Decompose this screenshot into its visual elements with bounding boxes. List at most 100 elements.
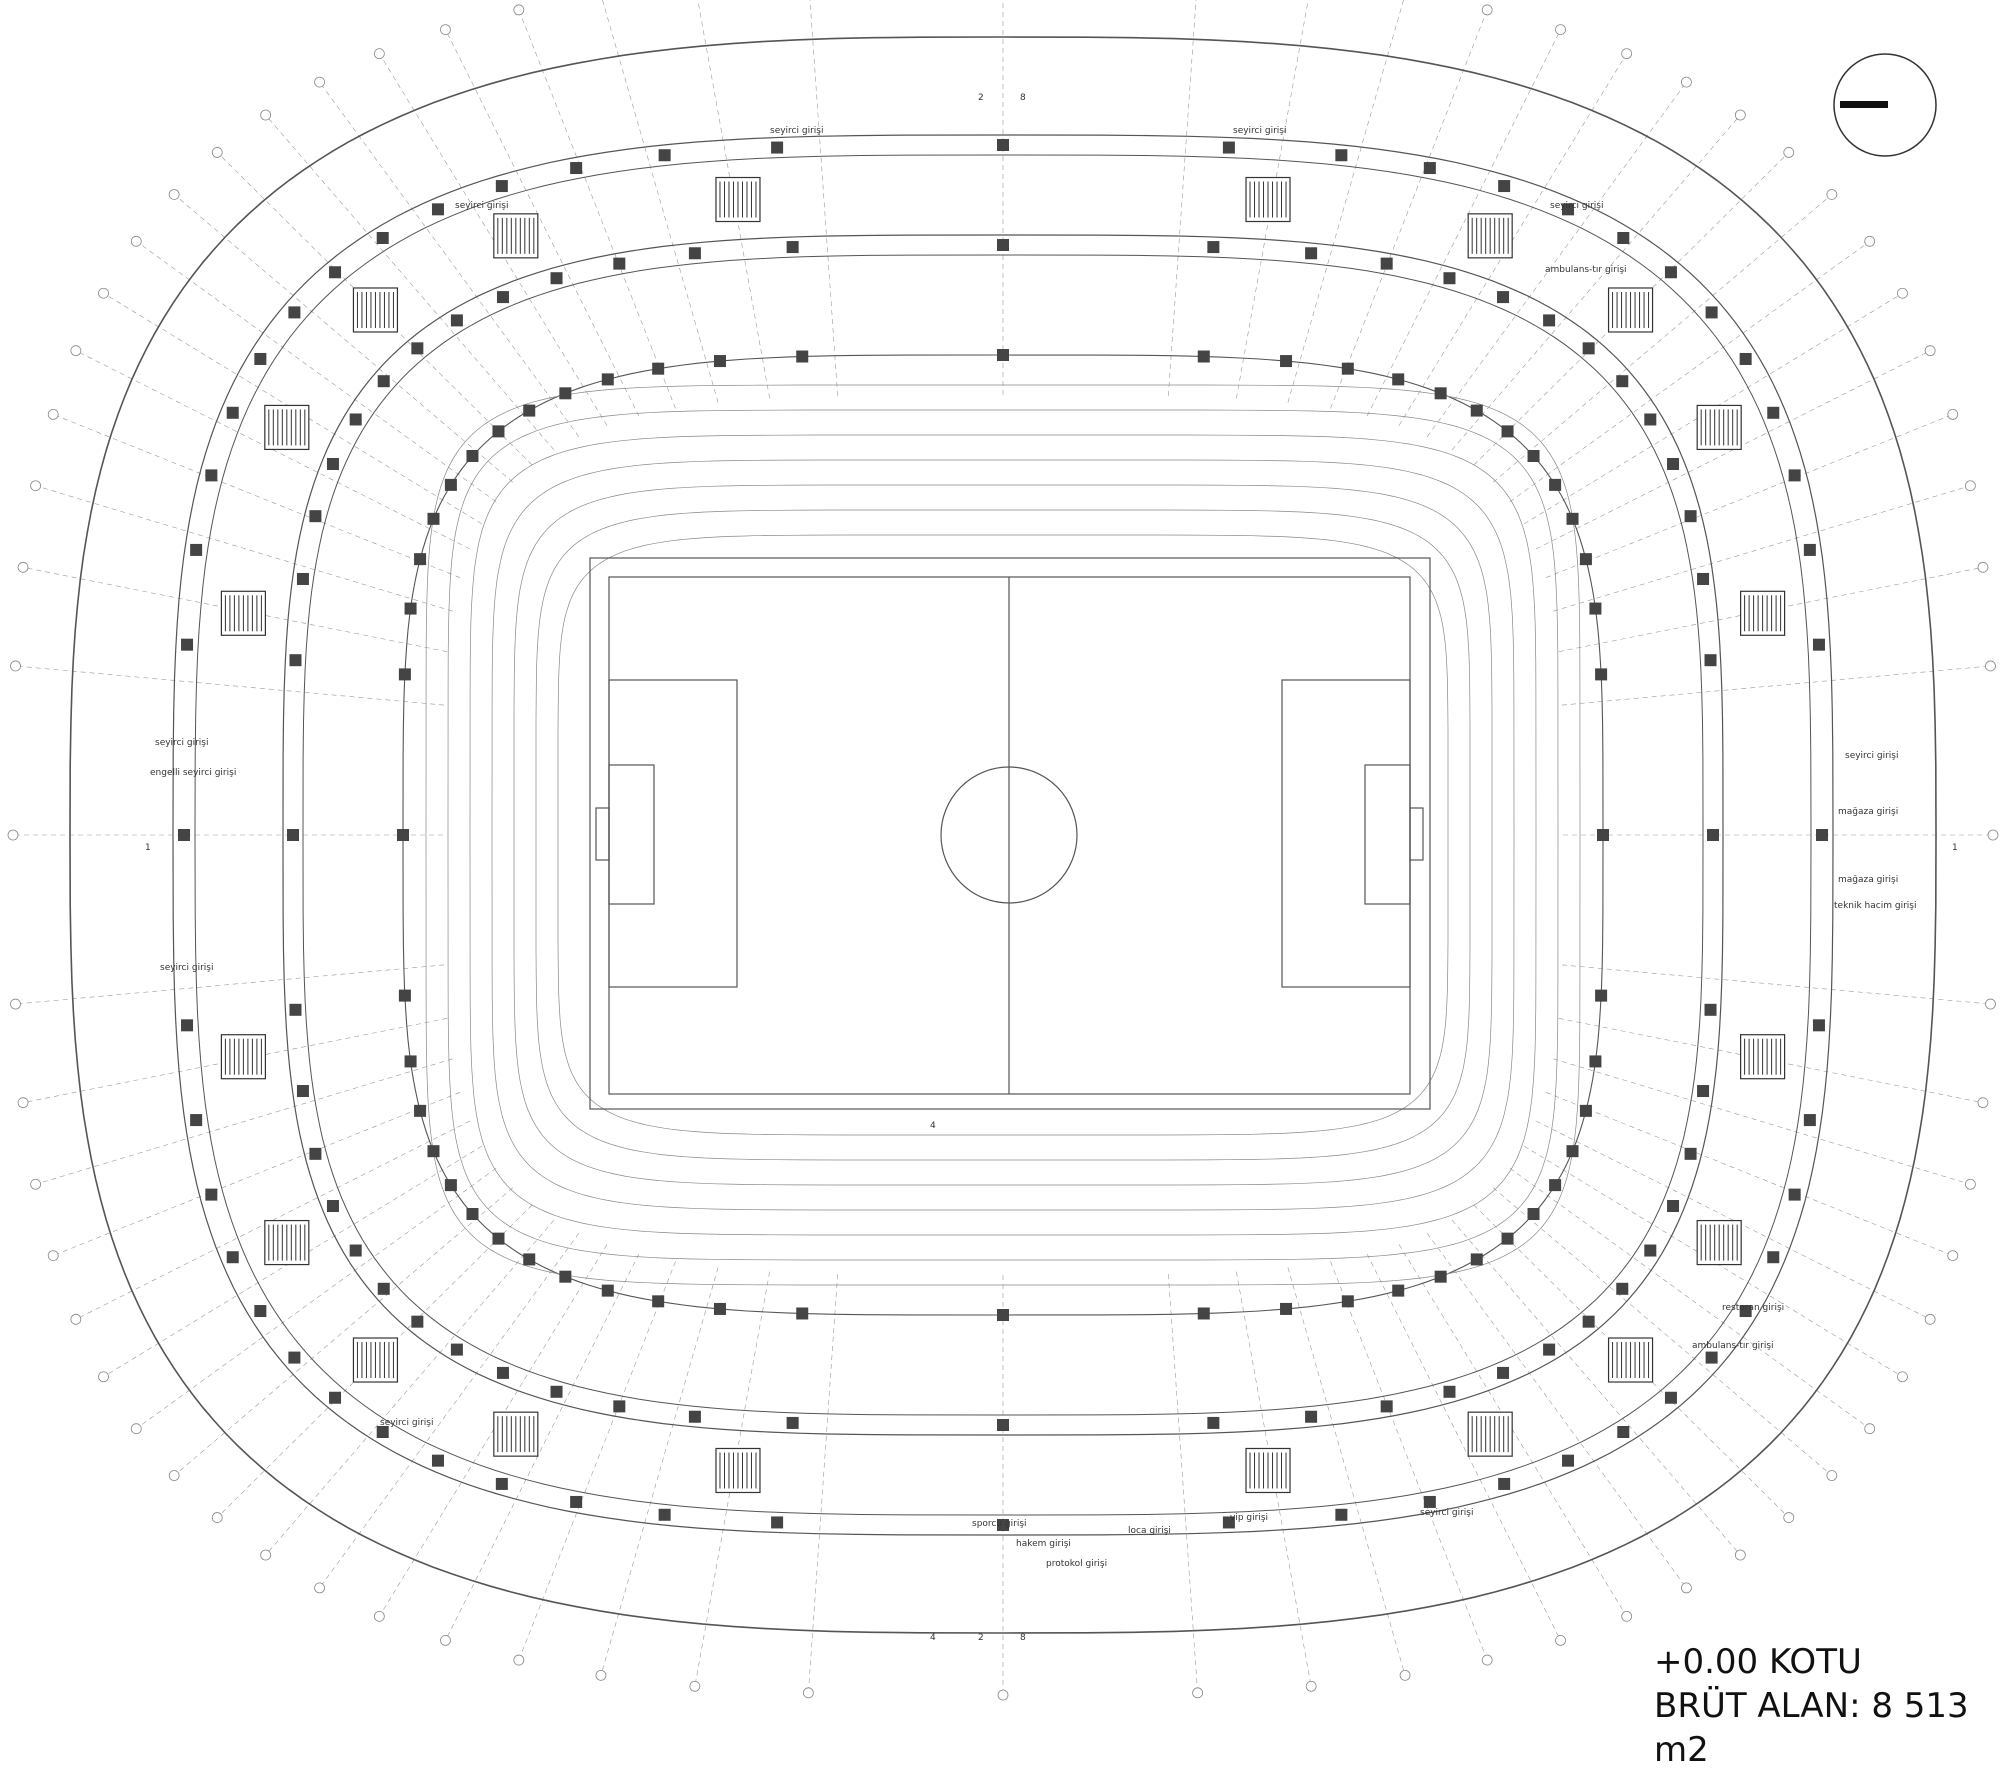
column <box>1549 1179 1562 1192</box>
entrance-label: protokol girişi <box>1046 1559 1107 1569</box>
grid-axis-line <box>1553 1058 1971 1185</box>
drawing-caption: +0.00 KOTU BRÜT ALAN: 8 513 m2 <box>1654 1640 2000 1772</box>
column <box>289 654 302 667</box>
column <box>309 510 322 523</box>
grid-axis-bubble <box>802 1687 814 1699</box>
stair-core <box>715 176 761 223</box>
column <box>1767 1251 1780 1264</box>
column <box>427 512 440 525</box>
column <box>601 373 614 386</box>
column <box>398 668 411 681</box>
stand-tier-line <box>491 459 1515 1211</box>
grid-axis-line <box>1473 1204 1789 1518</box>
grid-axis-bubble <box>440 1635 451 1646</box>
column <box>1280 355 1293 368</box>
grid-axis-bubble <box>1826 1470 1838 1481</box>
structural-columns <box>178 139 1828 1531</box>
column <box>1597 829 1609 841</box>
grid-axis-line <box>173 1187 514 1476</box>
column <box>496 291 509 304</box>
column <box>450 1343 463 1356</box>
column <box>1549 478 1562 491</box>
entrance-label: teknik hacim girişi <box>1834 901 1916 911</box>
goal-right <box>1409 807 1424 861</box>
grid-axis-bubble <box>1985 660 1996 672</box>
column <box>1434 387 1447 400</box>
building-ring <box>282 234 1724 1436</box>
column <box>1788 1188 1801 1201</box>
grid-axis-bubble <box>47 1250 59 1261</box>
column <box>1684 510 1697 523</box>
column <box>1589 1055 1602 1068</box>
column <box>1788 469 1801 482</box>
column <box>1803 543 1816 556</box>
grid-axis-bubble <box>260 1549 272 1561</box>
grid-axis-line <box>1523 1145 1903 1378</box>
column <box>1443 272 1456 285</box>
grid-axis-bubble <box>373 48 385 60</box>
grid-axis-line <box>53 1092 461 1256</box>
grid-axis-bubble <box>30 1178 42 1190</box>
grid-axis-bubble <box>1305 1680 1317 1692</box>
grid-axis-bubble <box>1985 998 1996 1010</box>
grid-axis-bubble <box>1924 1313 1936 1325</box>
grid-axis-line <box>1492 1187 1833 1476</box>
column <box>658 1508 671 1521</box>
column <box>658 149 671 162</box>
grid-axis-bubble <box>1964 1178 1976 1190</box>
grid-axis-line <box>1545 1092 1953 1256</box>
grid-axis-bubble <box>1864 235 1876 247</box>
grid-axis-line <box>319 81 580 437</box>
stair-core <box>1467 213 1513 259</box>
grid-axis-bubble <box>997 1689 1009 1701</box>
column <box>1497 291 1510 304</box>
column <box>1644 1244 1657 1257</box>
column <box>1664 266 1677 279</box>
entrance-label: seyirci girişi <box>1550 201 1603 211</box>
column <box>550 1385 563 1398</box>
column <box>1380 257 1393 270</box>
grid-axis-bubble <box>1555 24 1566 35</box>
stand-tier-line <box>447 409 1559 1261</box>
stand-tier-line <box>535 509 1471 1161</box>
grid-axis-line <box>1509 241 1870 503</box>
grid-axis-line <box>136 241 497 503</box>
column <box>1595 668 1608 681</box>
building-rings <box>69 36 1937 1634</box>
column <box>492 1232 505 1245</box>
column <box>1527 1208 1540 1221</box>
grid-axis-bubble <box>98 287 109 299</box>
grid-axis-bubble <box>440 24 451 35</box>
column <box>570 162 583 175</box>
grid-axis-bubble <box>130 235 142 247</box>
grid-axis-bubble <box>47 409 59 420</box>
column <box>1739 352 1752 365</box>
goal-left <box>595 807 610 861</box>
grid-axis-line <box>265 114 555 451</box>
section-mark: 8 <box>1020 93 1026 103</box>
grid-axis-line <box>1398 53 1627 426</box>
stair-core <box>352 1337 399 1383</box>
grid-axis-line <box>53 414 461 578</box>
column <box>1595 989 1608 1002</box>
column <box>1582 1315 1595 1328</box>
column <box>613 257 626 270</box>
entrance-label: engelli seyirci girişi <box>150 768 236 778</box>
column <box>796 1307 809 1320</box>
column <box>181 1019 194 1032</box>
column <box>495 180 508 193</box>
center-circle <box>940 766 1078 904</box>
column <box>254 1305 267 1318</box>
grid-axis-line <box>35 485 453 612</box>
entrance-label: mağaza girişi <box>1838 875 1898 885</box>
column <box>786 241 799 254</box>
column <box>1697 1085 1710 1098</box>
column <box>190 543 203 556</box>
grid-axis-line <box>600 1267 719 1676</box>
grid-axis-line <box>1426 81 1687 437</box>
grid-axis-line <box>1492 194 1833 483</box>
column <box>1644 413 1657 426</box>
column <box>997 1519 1009 1531</box>
stair-core <box>220 590 266 636</box>
grid-axis-line <box>217 1204 533 1518</box>
